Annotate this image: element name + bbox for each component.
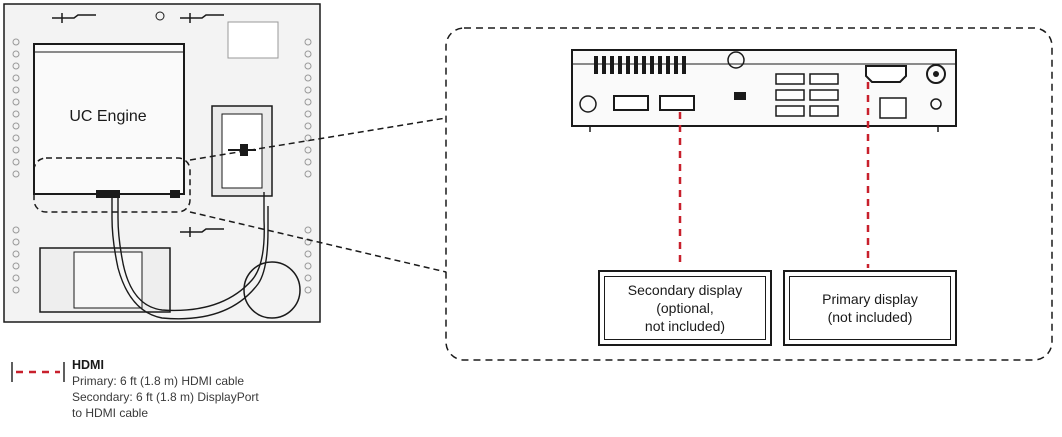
displayport-icon — [659, 95, 695, 111]
cable-tie-icon — [52, 13, 224, 237]
zoom-leader-bottom — [189, 211, 447, 273]
uc-engine-label: UC Engine — [69, 108, 147, 125]
lower-device — [39, 247, 301, 319]
zoom-callout — [445, 27, 1053, 361]
secondary-display-screen: Secondary display (optional, not include… — [604, 276, 766, 340]
primary-display-line: Primary display — [822, 291, 918, 307]
usb-ports — [775, 73, 839, 117]
secondary-display-line: not included) — [644, 318, 726, 334]
displayport-secondary-icon — [613, 95, 649, 111]
legend-line: to HDMI cable — [72, 406, 149, 420]
hdmi-port-icon — [865, 65, 907, 83]
ethernet-port-icon — [879, 97, 907, 119]
primary-display-line: (not included) — [827, 309, 913, 325]
primary-display-screen: Primary display (not included) — [789, 276, 951, 340]
legend-title: HDMI — [72, 358, 104, 372]
secondary-display: Secondary display (optional, not include… — [598, 270, 772, 346]
secondary-display-line: Secondary display — [627, 282, 743, 298]
zoom-leader-top — [189, 117, 447, 161]
legend-line: Primary: 6 ft (1.8 m) HDMI cable — [72, 374, 245, 388]
legend: HDMI Primary: 6 ft (1.8 m) HDMI cable Se… — [72, 357, 259, 421]
legend-line: Secondary: 6 ft (1.8 m) DisplayPort — [72, 390, 259, 404]
secondary-display-line: (optional, — [656, 300, 714, 316]
uc-engine-unit — [33, 43, 185, 198]
panel-cables — [111, 192, 269, 320]
hdmi-legend-symbol — [11, 362, 65, 382]
primary-display: Primary display (not included) — [783, 270, 957, 346]
engine-rear-panel — [571, 49, 957, 132]
